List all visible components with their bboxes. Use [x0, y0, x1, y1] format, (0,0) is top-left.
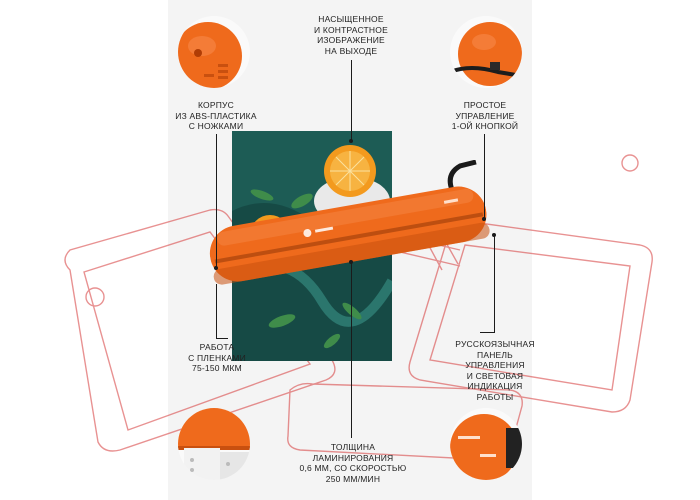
feature-label-films: РАБОТА С ПЛЕНКАМИ 75-150 МКМ: [188, 342, 246, 373]
leader-line-films-vertical: [216, 284, 217, 338]
leader-line-lamination-thickness: [351, 262, 352, 438]
leader-line-control-panel-vertical: [494, 236, 495, 332]
leader-dot-one-button: [482, 217, 486, 221]
thumbnail-control-panel: [450, 408, 522, 480]
leader-dot-image-quality: [349, 139, 353, 143]
feature-label-lamination-thickness: ТОЛЩИНА ЛАМИНИРОВАНИЯ 0,6 ММ, СО СКОРОСТ…: [299, 442, 407, 484]
leader-dot-control-panel: [492, 233, 496, 237]
feature-label-control-panel: РУССКОЯЗЫЧНАЯ ПАНЕЛЬ УПРАВЛЕНИЯ И СВЕТОВ…: [455, 339, 535, 402]
feature-label-image-quality: НАСЫЩЕННОЕ И КОНТРАСТНОЕ ИЗОБРАЖЕНИЕ НА …: [314, 14, 388, 56]
leader-line-control-panel-horizontal: [480, 332, 495, 333]
laminator-device: [209, 186, 490, 285]
leader-line-films-horizontal: [216, 338, 228, 339]
leader-line-abs-body: [216, 134, 217, 268]
leader-dot-lamination-thickness: [349, 260, 353, 264]
thumbnail-device-cable: [450, 16, 522, 88]
thumbnail-film-feed: [178, 408, 250, 480]
feature-label-abs-body: КОРПУС ИЗ ABS-ПЛАСТИКА С НОЖКАМИ: [175, 100, 257, 131]
feature-label-one-button: ПРОСТОЕ УПРАВЛЕНИЕ 1-ОЙ КНОПКОЙ: [451, 100, 519, 131]
leader-line-one-button: [484, 134, 485, 218]
leader-dot-abs-body: [214, 266, 218, 270]
thumbnail-device-front: [178, 16, 250, 88]
leader-line-image-quality: [351, 60, 352, 140]
